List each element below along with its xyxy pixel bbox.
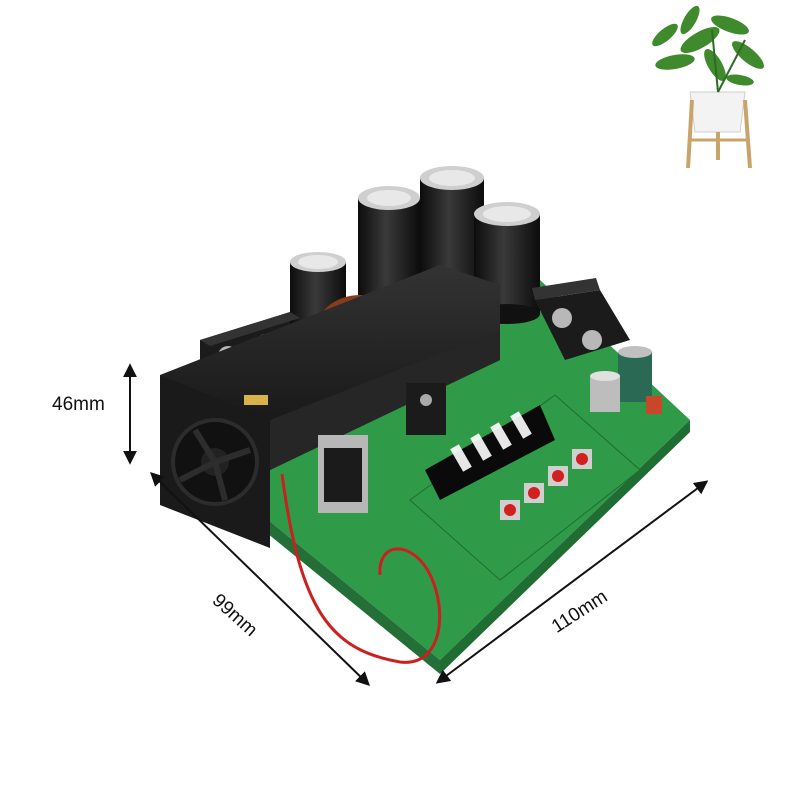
potted-plant-icon [652, 5, 764, 169]
height-dimension-label: 46mm [52, 394, 105, 415]
right-screw-terminal [532, 278, 630, 360]
small-capacitors [590, 346, 662, 414]
dimension-arrows [123, 363, 709, 686]
